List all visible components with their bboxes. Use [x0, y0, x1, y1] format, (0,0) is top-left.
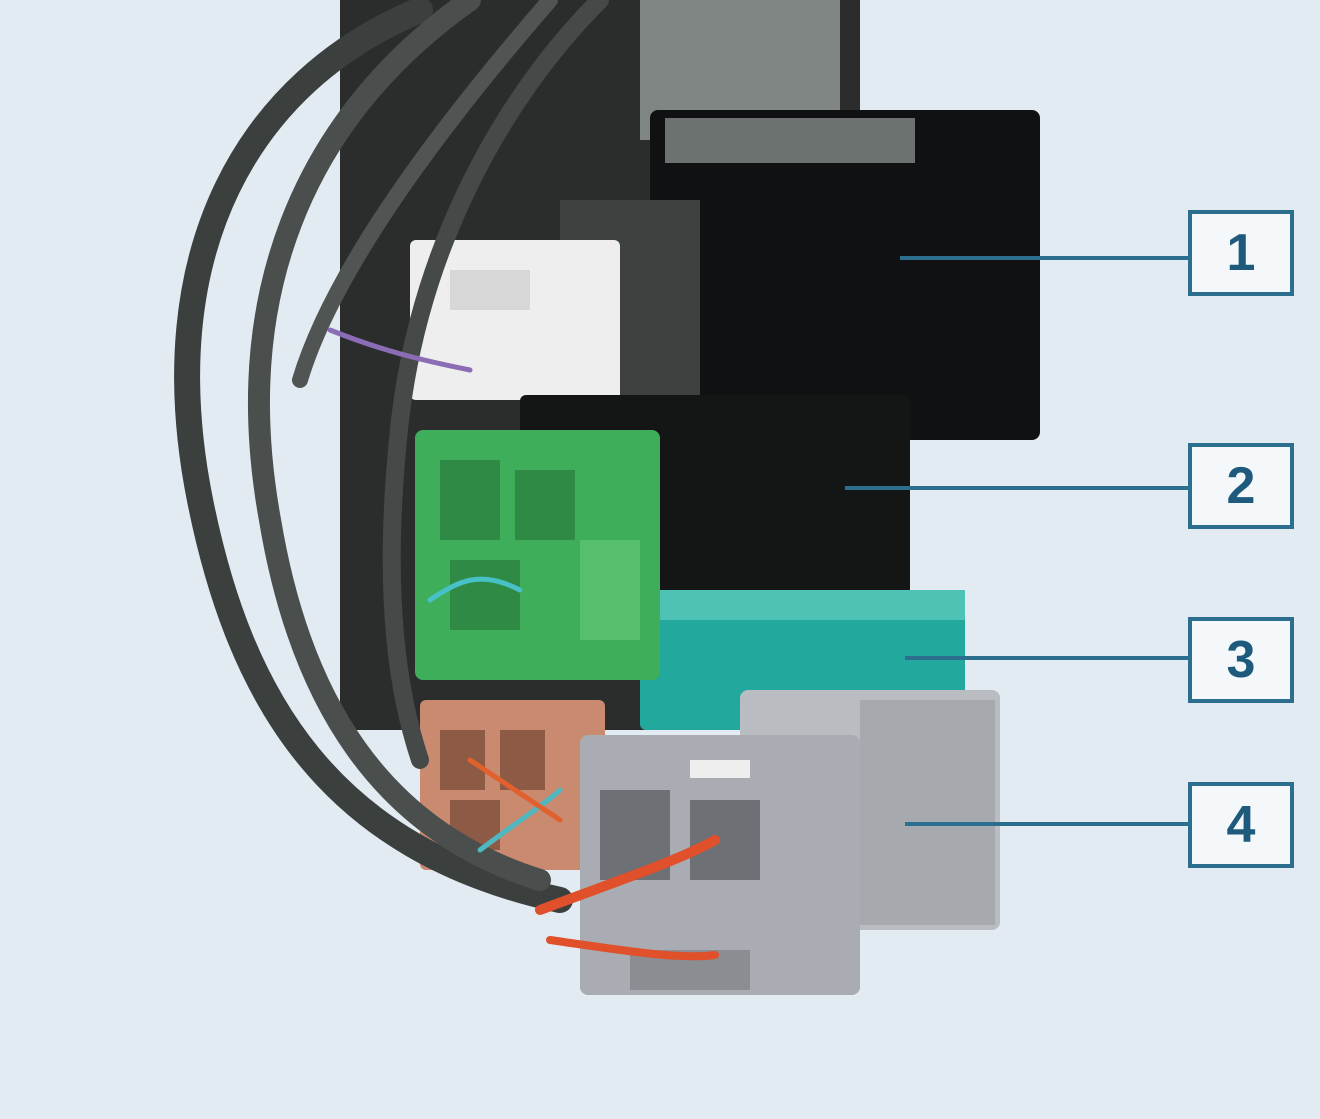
callout-label-3: 3 — [1188, 617, 1294, 703]
brown-connector — [420, 700, 605, 870]
white-connector — [410, 240, 620, 400]
grey-connector — [580, 735, 860, 995]
relay-1 — [560, 110, 1040, 440]
leader-line-1 — [900, 256, 1188, 260]
callout-label-2: 2 — [1188, 443, 1294, 529]
wire-harness — [174, 0, 720, 961]
leader-line-4 — [905, 822, 1188, 826]
leader-line-2 — [845, 486, 1188, 490]
callout-label-1: 1 — [1188, 210, 1294, 296]
green-connector — [415, 430, 660, 680]
leader-line-3 — [905, 656, 1188, 660]
callout-label-4: 4 — [1188, 782, 1294, 868]
